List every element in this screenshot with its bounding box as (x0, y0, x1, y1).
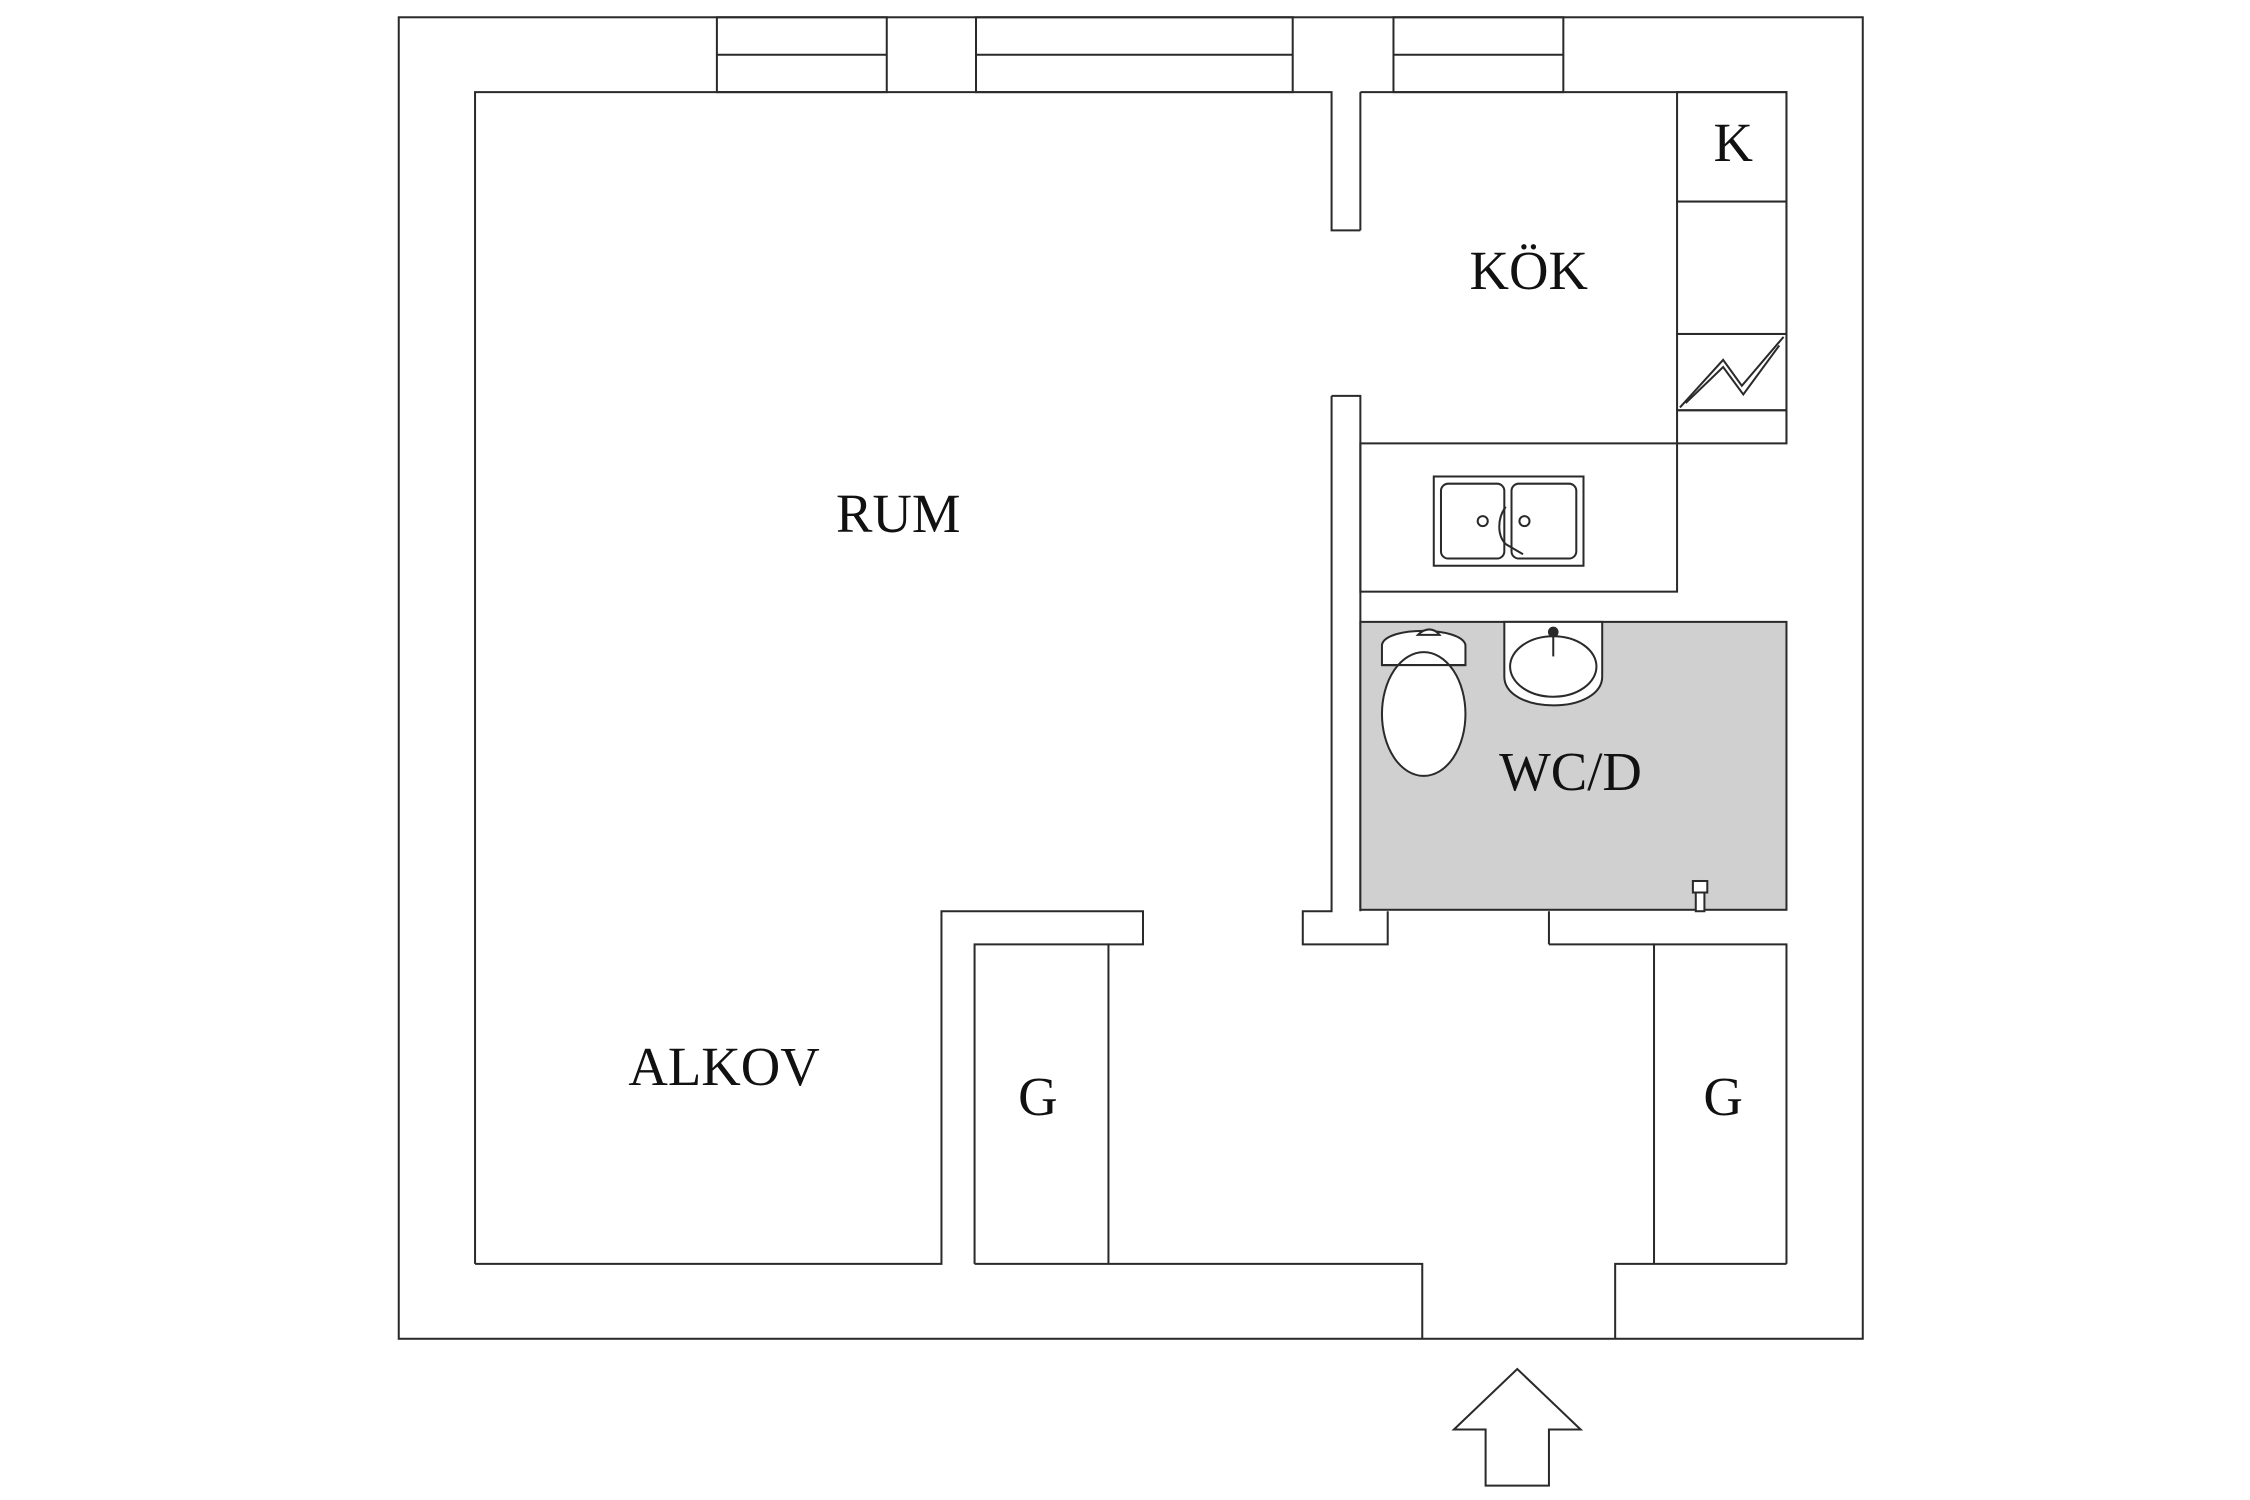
alkov-wall (475, 910, 1145, 1265)
washbasin-icon (1503, 620, 1604, 707)
label-kok: KÖK (1470, 240, 1588, 301)
floor-drain-icon (1691, 879, 1709, 913)
wardrobe-2 (1653, 943, 1788, 1264)
stove-icon (1679, 336, 1785, 409)
kitchen-sink-icon (1432, 475, 1585, 567)
label-wc: WC/D (1499, 741, 1642, 802)
label-garderob-1: G (1018, 1066, 1057, 1127)
label-kyl: K (1713, 112, 1753, 173)
label-garderob-2: G (1703, 1066, 1743, 1127)
label-alkov: ALKOV (628, 1036, 819, 1097)
entrance-arrow-icon (1451, 1367, 1584, 1487)
wardrobe-1 (973, 943, 1110, 1264)
counter-end (1676, 409, 1788, 445)
hall-bottom-wall (974, 1262, 1424, 1339)
hall-top-wall (1547, 911, 1655, 946)
room-rum-outline (474, 91, 1361, 1264)
hall-bottom-wall-right (1614, 1262, 1787, 1339)
sink-counter (1359, 442, 1679, 593)
toilet-icon (1380, 628, 1467, 777)
label-rum: RUM (836, 483, 961, 544)
